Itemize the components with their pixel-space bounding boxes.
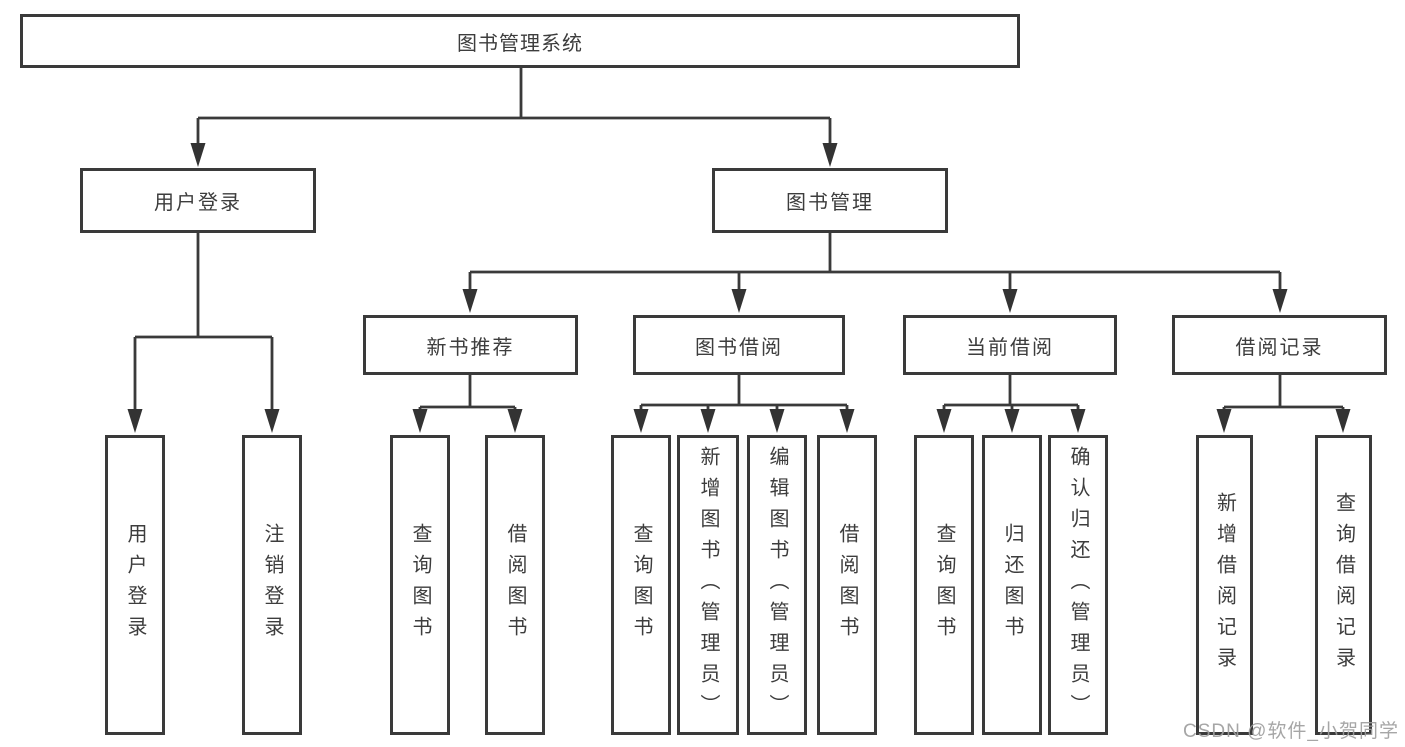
leaf-current-return-book: 归还图书 <box>982 435 1042 735</box>
leaf-user-login-label: 用户登录 <box>124 523 146 647</box>
node-new-book-recommend-label: 新书推荐 <box>426 336 515 359</box>
leaf-borrow-edit-book-admin-label: 编辑图书（管理员） <box>766 445 788 725</box>
leaf-borrow-add-book-admin: 新增图书（管理员） <box>677 435 739 735</box>
connector-root-to-level2 <box>196 68 832 145</box>
node-user-login-label: 用户登录 <box>154 192 242 214</box>
node-borrow-records-label: 借阅记录 <box>1235 336 1324 359</box>
leaf-borrow-query-book-label: 查询图书 <box>630 523 652 647</box>
node-root-label: 图书管理系统 <box>457 32 583 55</box>
leaf-borrow-edit-book-admin: 编辑图书（管理员） <box>747 435 807 735</box>
leaf-logout-label: 注销登录 <box>261 523 283 647</box>
node-current-borrow-label: 当前借阅 <box>966 336 1054 359</box>
node-user-login: 用户登录 <box>80 168 316 233</box>
leaf-current-confirm-return-admin: 确认归还（管理员） <box>1048 435 1108 735</box>
node-book-management: 图书管理 <box>712 168 948 233</box>
connector-recommend-to-leaves <box>418 375 517 411</box>
leaf-borrow-borrow-book: 借阅图书 <box>817 435 877 735</box>
leaf-records-add-record-label: 新增借阅记录 <box>1213 492 1236 678</box>
leaf-borrow-add-book-admin-label: 新增图书（管理员） <box>697 445 719 725</box>
leaf-borrow-borrow-book-label: 借阅图书 <box>836 523 858 647</box>
csdn-watermark: CSDN @软件_小贺同学 <box>1183 721 1399 742</box>
node-book-management-label: 图书管理 <box>786 192 874 214</box>
connector-records-to-leaves <box>1222 375 1345 411</box>
leaf-logout: 注销登录 <box>242 435 302 735</box>
connector-bookmgmt-to-level3 <box>468 233 1282 291</box>
node-root: 图书管理系统 <box>20 14 1020 68</box>
leaf-borrow-query-book: 查询图书 <box>611 435 671 735</box>
leaf-recommend-borrow-book-label: 借阅图书 <box>504 523 526 647</box>
node-book-borrow: 图书借阅 <box>633 315 845 375</box>
leaf-recommend-query-book-label: 查询图书 <box>409 523 431 647</box>
connector-userlogin-to-leaves <box>133 233 274 411</box>
leaf-records-query-record: 查询借阅记录 <box>1315 435 1372 735</box>
node-book-borrow-label: 图书借阅 <box>695 336 783 359</box>
leaf-recommend-query-book: 查询图书 <box>390 435 450 735</box>
connector-borrow-to-leaves <box>639 375 849 411</box>
leaf-current-return-book-label: 归还图书 <box>1001 523 1023 647</box>
leaf-recommend-borrow-book: 借阅图书 <box>485 435 545 735</box>
connector-current-to-leaves <box>942 375 1080 411</box>
leaf-records-query-record-label: 查询借阅记录 <box>1332 492 1355 678</box>
leaf-user-login: 用户登录 <box>105 435 165 735</box>
leaf-records-add-record: 新增借阅记录 <box>1196 435 1253 735</box>
node-borrow-records: 借阅记录 <box>1172 315 1387 375</box>
leaf-current-confirm-return-admin-label: 确认归还（管理员） <box>1067 445 1089 725</box>
node-current-borrow: 当前借阅 <box>903 315 1117 375</box>
leaf-current-query-book: 查询图书 <box>914 435 974 735</box>
leaf-current-query-book-label: 查询图书 <box>933 523 955 647</box>
node-new-book-recommend: 新书推荐 <box>363 315 578 375</box>
